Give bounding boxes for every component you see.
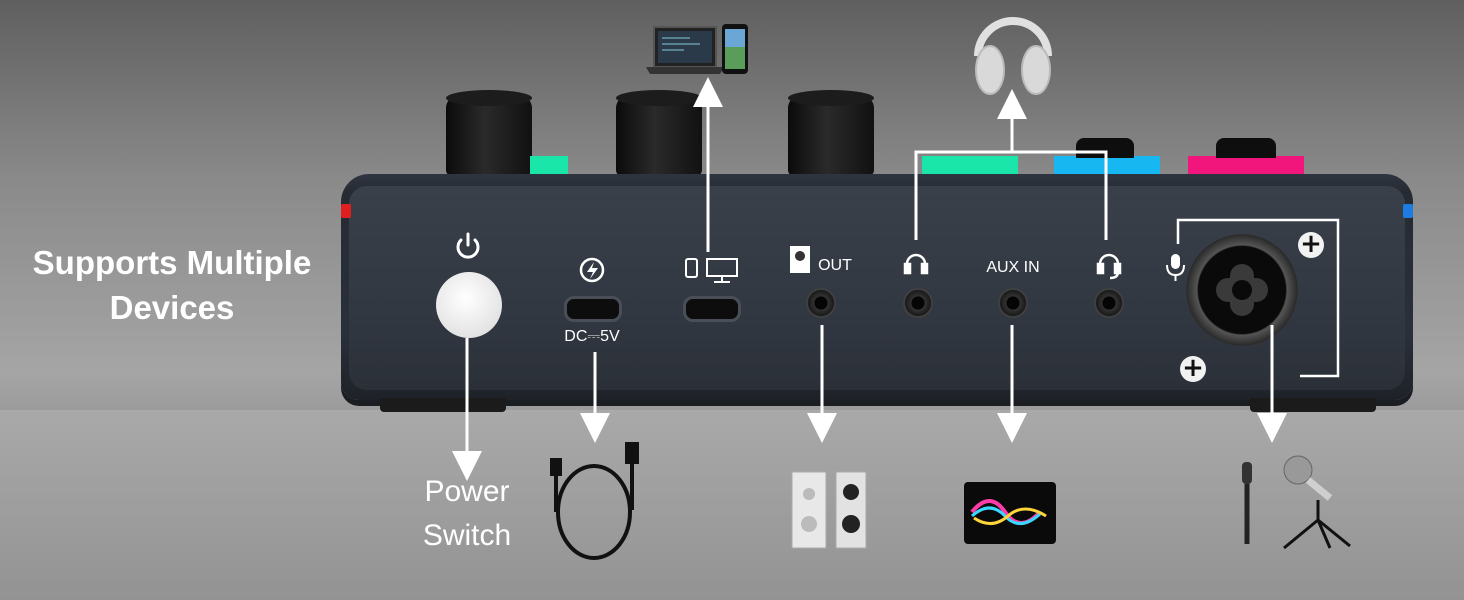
usb-cable-icon (550, 442, 639, 560)
device-foot-left (380, 398, 506, 412)
headline-line2: Devices (109, 289, 235, 326)
knob-1[interactable] (446, 90, 532, 176)
tablet-icon (964, 482, 1056, 544)
knob-3[interactable] (788, 90, 874, 176)
pad-pink[interactable] (1188, 156, 1304, 174)
speaker-icon (790, 246, 810, 273)
red-accent (341, 204, 351, 218)
audio-interface-body (341, 174, 1413, 400)
mic-bracket (1176, 218, 1340, 378)
headphones-product-icon (974, 17, 1052, 95)
smartphone-icon (722, 24, 748, 74)
aux-in-label: AUX IN (986, 259, 1040, 276)
table-surface (0, 410, 1464, 600)
pad-green-small (530, 156, 568, 174)
dc-usb-c-port[interactable] (564, 296, 622, 322)
headline-line1: Supports Multiple (32, 244, 312, 281)
headset-jack[interactable] (1094, 288, 1124, 318)
pad-green[interactable] (922, 156, 1018, 174)
xlr-combo-jack[interactable] (1186, 234, 1298, 346)
device-usb-c-port[interactable] (683, 296, 741, 322)
device-foot-right (1250, 398, 1376, 412)
headline: Supports Multiple Devices (14, 240, 330, 330)
screw-bottom-left: + (1180, 355, 1206, 382)
power-button[interactable] (436, 272, 502, 338)
dc-label: DC⎓5V (564, 328, 620, 345)
laptop-icon (646, 26, 724, 74)
knob-small-2[interactable] (1216, 138, 1276, 158)
caption-line2: Switch (422, 519, 512, 552)
aux-in-jack[interactable] (998, 288, 1028, 318)
headphones-icon (903, 253, 929, 275)
blue-accent (1403, 204, 1413, 218)
speakers-icon (791, 471, 867, 549)
power-switch-caption: Power Switch (400, 470, 534, 558)
microphone-icon (1166, 254, 1185, 281)
caption-line1: Power (424, 475, 510, 508)
microphones-icon (1242, 455, 1351, 550)
charging-icon (579, 257, 605, 283)
out-jack[interactable] (806, 288, 836, 318)
screw-top-right: + (1298, 231, 1324, 258)
phone-monitor-icon (685, 258, 738, 283)
headset-icon (1096, 253, 1122, 280)
knob-2[interactable] (616, 90, 702, 176)
headphone-jack[interactable] (903, 288, 933, 318)
out-label: OUT (818, 257, 852, 274)
